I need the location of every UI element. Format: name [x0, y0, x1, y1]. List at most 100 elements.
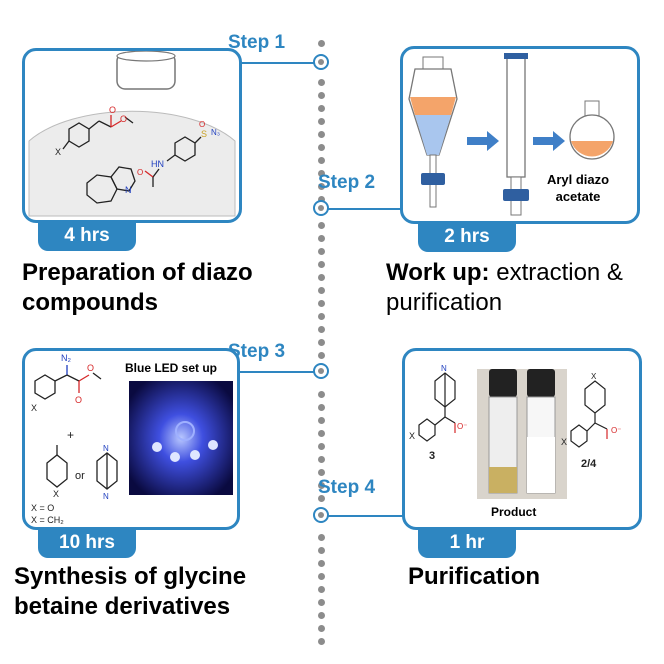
timeline-dot	[318, 326, 325, 333]
timeline-dot	[318, 456, 325, 463]
step-1-connector	[240, 62, 315, 64]
timeline-dot	[318, 469, 325, 476]
timeline-dot	[318, 144, 325, 151]
amide-nh-label: HN	[151, 159, 164, 169]
timeline-dot	[318, 183, 325, 190]
timeline-dot	[318, 274, 325, 281]
step-2-label: Step 2	[318, 172, 376, 193]
x-equals-o-label: X = O	[31, 503, 54, 513]
timeline-dot	[318, 313, 325, 320]
step-3-node	[313, 363, 329, 379]
sulfur-label: S	[201, 129, 207, 139]
aryl-diazo-acetate-structure	[34, 365, 102, 400]
compound-24-label: 2/4	[581, 458, 597, 470]
timeline-dot	[318, 625, 325, 632]
reaction-illustration: N₂ O O X + X or N N X = O X = CH₂	[31, 353, 233, 525]
dbu-structure	[86, 166, 136, 204]
timeline-dot	[318, 118, 325, 125]
amine-ring-structure	[46, 445, 68, 488]
timeline-dot	[318, 222, 325, 229]
product-caption: Product	[491, 505, 537, 519]
step-1-duration: 4 hrs	[38, 221, 136, 251]
dabco-structure	[96, 452, 118, 490]
ester-oxygen-label: O	[87, 363, 94, 373]
step-4-panel: N X O⁻ 3 X X O	[402, 348, 642, 530]
arrow-right-icon	[467, 131, 499, 151]
step-2-connector	[327, 208, 403, 210]
timeline-dot	[318, 599, 325, 606]
product-3-n-label: N	[441, 364, 447, 373]
flask-illustration: O O X S N₃ O HN O N	[28, 50, 236, 217]
timeline-dot	[318, 170, 325, 177]
ring-x-label: X	[53, 489, 59, 499]
step-1-label: Step 1	[228, 32, 286, 53]
timeline-dot	[318, 612, 325, 619]
step-2-title: Work up: extraction & purification	[386, 259, 623, 316]
dabco-n-bottom-label: N	[103, 492, 109, 501]
arrow-right-icon	[533, 131, 565, 151]
step-2-duration: 2 hrs	[418, 222, 516, 252]
timeline-dot	[318, 261, 325, 268]
step-3-duration: 10 hrs	[38, 528, 136, 558]
round-bottom-flask	[569, 100, 615, 160]
timeline-dot	[318, 248, 325, 255]
amide-oxygen-label: O	[137, 168, 143, 177]
timeline-dot	[318, 105, 325, 112]
timeline-dot	[318, 131, 325, 138]
timeline-dot	[318, 196, 325, 203]
timeline-dot	[318, 482, 325, 489]
timeline-dot	[318, 391, 325, 398]
substituent-x-label: X	[31, 403, 37, 413]
timeline-dot	[318, 638, 325, 645]
timeline-dot	[318, 430, 325, 437]
product-24-x-label: X	[591, 372, 597, 381]
dbu-n-label: N	[125, 185, 132, 195]
chromatography-column	[503, 53, 529, 216]
timeline-dot	[318, 300, 325, 307]
step-1-title: Preparation of diazo compounds	[22, 259, 253, 316]
step-2-panel: Aryl diazo acetate	[400, 46, 640, 224]
step-4-title: Purification	[408, 563, 541, 590]
timeline-dot	[318, 235, 325, 242]
step-1-node	[313, 54, 329, 70]
product-3-structure	[418, 372, 456, 442]
product-3-x-label: X	[409, 431, 415, 441]
timeline-dot	[318, 443, 325, 450]
timeline-dot	[318, 404, 325, 411]
step-1-panel: O O X S N₃ O HN O N	[22, 48, 242, 223]
step-3-connector	[237, 371, 315, 373]
substituent-x-label: X	[55, 147, 61, 157]
timeline-dot	[318, 547, 325, 554]
azide-label: N₃	[211, 128, 220, 137]
timeline-dot	[318, 417, 325, 424]
product-24-aryl-x-label: X	[561, 437, 567, 447]
or-label: or	[75, 470, 85, 482]
diazo-n2-label: N₂	[61, 353, 71, 363]
product-3-carboxylate-label: O⁻	[457, 422, 467, 431]
timeline-dot	[318, 287, 325, 294]
timeline-dot	[318, 339, 325, 346]
step-3-label: Step 3	[228, 341, 286, 362]
plus-sign: +	[67, 428, 74, 442]
aryl-acetate-structure	[62, 115, 134, 150]
ester-oxygen-label: O	[120, 114, 127, 124]
step-4-connector	[327, 515, 405, 517]
timeline-dot	[318, 79, 325, 86]
x-equals-ch2-label: X = CH₂	[31, 515, 64, 525]
timeline-dot	[318, 534, 325, 541]
timeline-dot	[318, 352, 325, 359]
timeline-dot	[318, 40, 325, 47]
step-4-duration: 1 hr	[418, 528, 516, 558]
product-24-structure	[570, 380, 608, 448]
sulfonyl-azide-structure	[144, 136, 202, 187]
dabco-n-top-label: N	[103, 444, 109, 453]
separatory-funnel	[408, 56, 458, 208]
product-24-carboxylate-label: O⁻	[611, 426, 621, 435]
product-illustration: N X O⁻ 3 X X O	[409, 364, 621, 499]
timeline-dot	[318, 560, 325, 567]
timeline-dot	[318, 495, 325, 502]
timeline-dot	[318, 92, 325, 99]
step-3-title: Synthesis of glycine betaine derivatives	[14, 563, 247, 620]
sulfonyl-oxygen-label: O	[199, 120, 205, 129]
oxygen-label: O	[109, 105, 116, 115]
